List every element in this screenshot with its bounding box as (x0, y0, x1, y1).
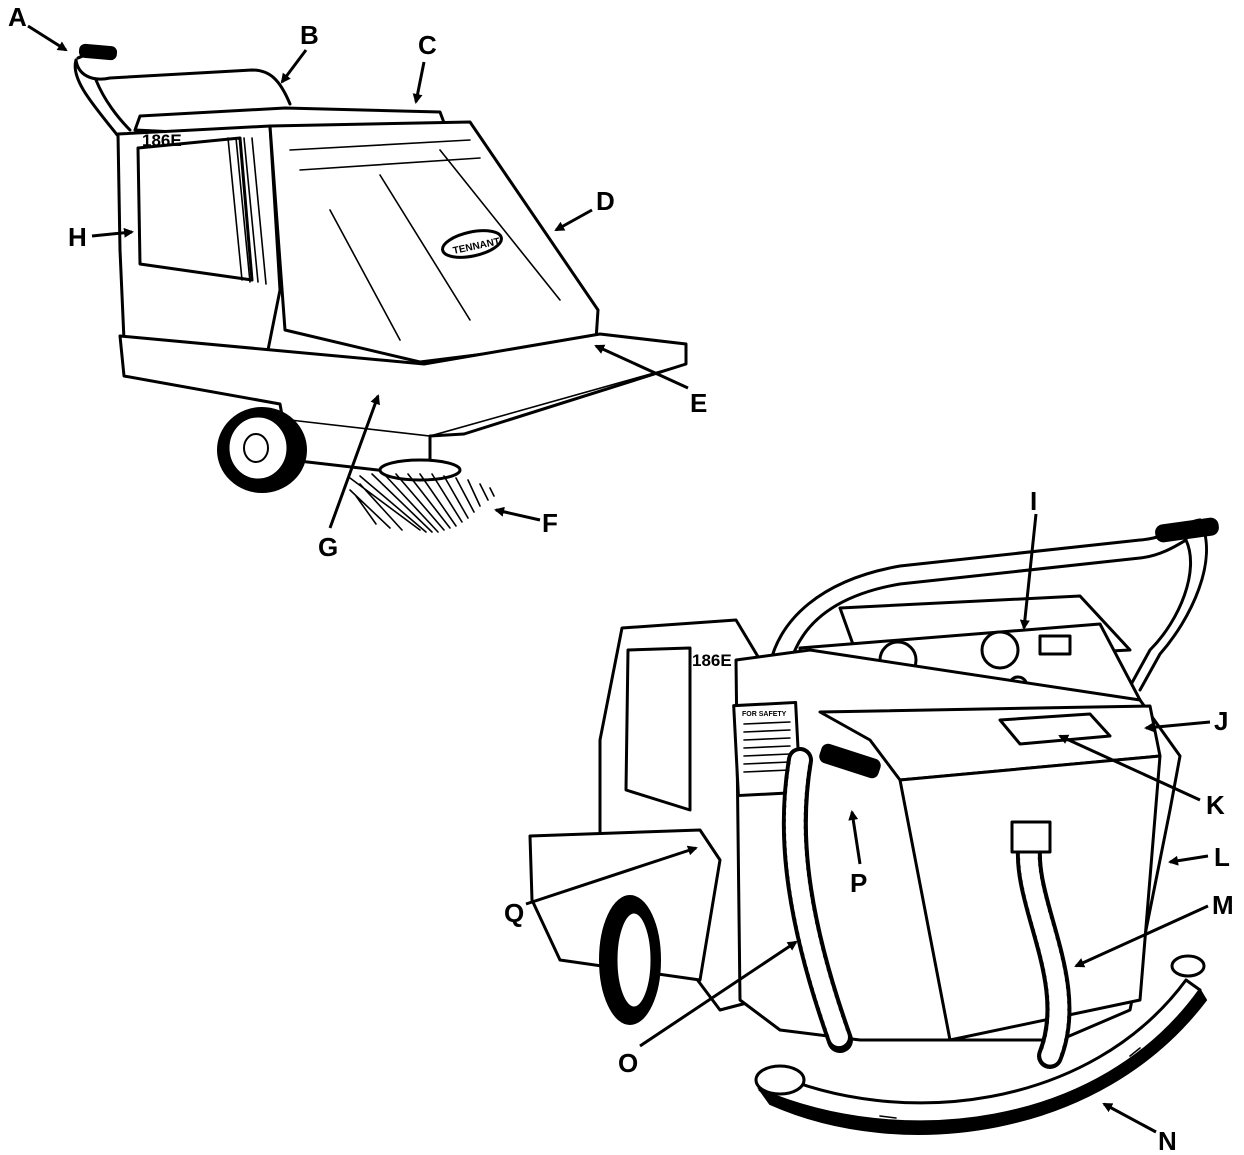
label-j: J (1214, 706, 1228, 736)
rear-wheel (217, 407, 307, 493)
label-h: H (68, 222, 87, 252)
arrow-e (594, 344, 689, 390)
label-d: D (596, 186, 615, 216)
label-n: N (1158, 1126, 1177, 1155)
rear-window (624, 646, 692, 812)
label-p: P (850, 868, 867, 898)
label-b: B (300, 20, 319, 50)
arrow-n (1102, 1102, 1157, 1134)
arrow-a (27, 24, 68, 52)
arrow-b (280, 49, 308, 84)
arrow-l (1168, 854, 1209, 866)
handle-grip (1155, 517, 1219, 543)
hose-coupler (1010, 820, 1052, 854)
arrow-k (1058, 734, 1201, 802)
handle-top (73, 43, 292, 138)
label-a: A (8, 2, 27, 32)
label-i: I (1030, 486, 1037, 516)
lever-handle[interactable] (819, 743, 882, 779)
lid-latch[interactable] (998, 712, 1112, 746)
arrow-g (328, 394, 380, 529)
arrow-p (848, 810, 862, 865)
arrow-q (525, 845, 698, 906)
arrow-m (1074, 904, 1209, 968)
arrow-c (412, 61, 426, 104)
arrow-o (639, 940, 798, 1048)
label-c: C (418, 30, 437, 60)
model-badge: 186E (142, 131, 182, 150)
label-k: K (1206, 790, 1225, 820)
squeegee-wheel-left (754, 1064, 806, 1096)
tennant-logo (441, 229, 503, 259)
sweeper-rear-view: 186E FOR SAFETY (528, 517, 1219, 1135)
control-knob-right[interactable] (980, 630, 1020, 670)
callout-labels: A B C D E F G H I J K L M N O P Q (8, 2, 1234, 1155)
squeegee-wheel-right (1170, 954, 1206, 978)
rear-view-wheel (599, 895, 661, 1025)
label-g: G (318, 532, 338, 562)
label-l: L (1214, 842, 1230, 872)
handle-rear (768, 517, 1219, 692)
panel-badge (1038, 634, 1072, 656)
arrow-j (1144, 720, 1211, 733)
label-f: F (542, 508, 558, 538)
label-o: O (618, 1048, 638, 1078)
hopper-housing (268, 120, 600, 364)
arrow-f (494, 506, 541, 522)
arrow-h (91, 227, 134, 238)
safety-decal-text: FOR SAFETY (742, 711, 787, 718)
label-q: Q (504, 898, 524, 928)
callout-arrows (27, 24, 1211, 1134)
side-window (136, 136, 254, 282)
sweeper-front-view: 186E TENNANT (73, 43, 688, 533)
label-m: M (1212, 890, 1234, 920)
arrow-i (1019, 513, 1038, 630)
rear-model-badge: 186E (692, 651, 732, 670)
arrow-d (554, 208, 593, 232)
label-e: E (690, 388, 707, 418)
side-brush (349, 458, 495, 533)
squeegee-assembly (754, 954, 1208, 1135)
